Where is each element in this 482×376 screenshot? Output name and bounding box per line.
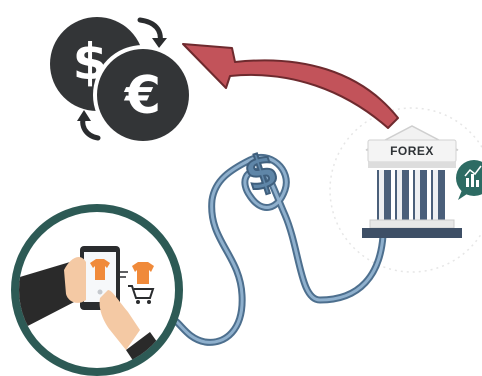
euro-coin (97, 49, 189, 141)
bank-architrave (368, 162, 456, 168)
cart-icon (128, 285, 155, 304)
bank-base (362, 228, 462, 238)
chart-bubble-icon (456, 160, 482, 200)
bank-step-1 (369, 219, 455, 229)
cycle-arrowhead-top (152, 38, 167, 48)
left-sleeve (19, 262, 78, 330)
dotted-backdrop-circle (329, 107, 482, 273)
right-hand (99, 290, 140, 350)
floating-shirt-icon (132, 262, 154, 284)
cycle-arrowhead-bottom (77, 110, 91, 121)
bank-icon: FOREX (362, 125, 462, 238)
transfer-arrow-icon (182, 43, 399, 129)
currency-exchange-icon: $ € (50, 17, 193, 145)
bank-sign-label: FOREX (390, 144, 434, 158)
euro-symbol: € (124, 66, 161, 126)
money-wire-highlight (168, 155, 385, 344)
left-hand (64, 256, 86, 303)
online-shopping-icon (11, 204, 183, 376)
phone-shirt-icon (90, 259, 110, 280)
